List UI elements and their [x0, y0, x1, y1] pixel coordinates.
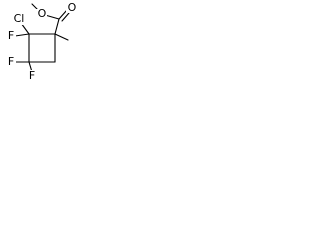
- atom-label-f-upper: F: [8, 29, 14, 42]
- atom-label-o-carbonyl: O: [68, 1, 77, 14]
- atom-label-cl: Cl: [14, 12, 25, 25]
- bond-carbonyl-double-a: [58, 9, 68, 20]
- bond-c2-carbonyl-carbon: [54, 18, 60, 35]
- atom-labels: Cl F F F O O: [6, 1, 77, 82]
- atom-label-f-lower-right: F: [29, 69, 35, 82]
- molecule-structure: Cl F F F O O: [6, 1, 77, 82]
- bond-c1-f: [14, 33, 30, 37]
- bond-carbonyl-ester-o: [44, 14, 60, 20]
- bond-c2-methyl: [54, 33, 69, 41]
- bonds: [14, 3, 70, 73]
- bond-carbonyl-double-b: [61, 12, 70, 22]
- atom-label-f-lower-left: F: [8, 55, 14, 68]
- atom-label-o-ester: O: [38, 7, 47, 20]
